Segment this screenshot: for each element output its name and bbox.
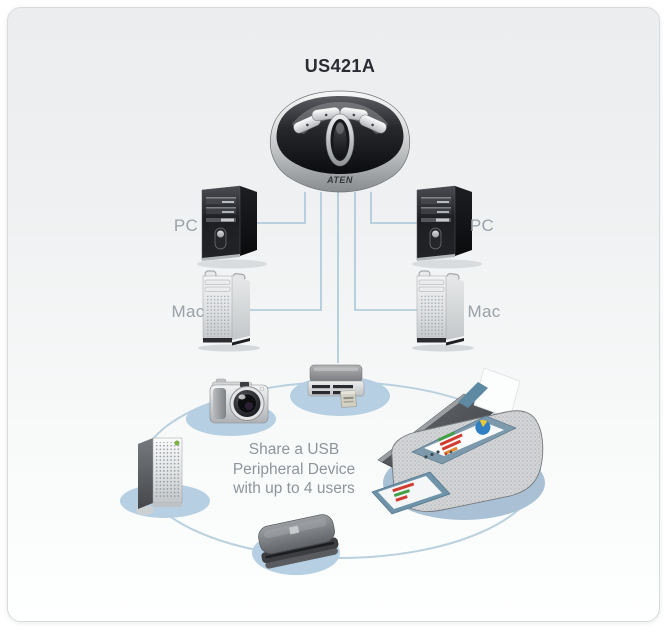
card-slot xyxy=(312,385,330,389)
mac-shadow xyxy=(198,344,260,352)
pc-drive-bay xyxy=(206,197,236,204)
mac-base xyxy=(203,338,232,343)
mac-tower-left xyxy=(198,270,260,352)
pc-drive-bay xyxy=(206,207,236,214)
center-button xyxy=(325,113,355,167)
share-caption-line: Share a USB xyxy=(248,441,340,458)
pc-shadow xyxy=(197,259,267,269)
pc-base-trim xyxy=(202,254,240,261)
memory-card xyxy=(340,390,357,408)
pc-tower-left xyxy=(197,185,267,269)
hdd-vent-grille xyxy=(155,442,180,499)
card-slot xyxy=(333,391,342,395)
cable-mac-left xyxy=(250,192,322,311)
digital-camera-icon xyxy=(209,378,269,424)
mac-left-label: Mac xyxy=(171,302,205,321)
cable-pc-left xyxy=(257,192,306,224)
usb-switch-device: ATEN xyxy=(269,90,411,193)
drive-bottom-lip xyxy=(265,547,338,569)
portable-drive-body xyxy=(258,514,339,569)
printer-control-buttons xyxy=(424,450,453,459)
drive-top-face xyxy=(258,514,335,555)
pc-side-face xyxy=(240,186,257,256)
external-hard-drive-icon xyxy=(136,437,183,515)
cable-mac-right xyxy=(354,192,417,311)
mac-drive-slot xyxy=(204,286,231,292)
camera-viewfinder xyxy=(240,382,249,387)
camera-grip xyxy=(213,388,226,419)
hdd-side-face xyxy=(138,438,153,509)
mac-perforated-grille xyxy=(205,295,230,337)
printed-page-charts xyxy=(392,482,415,502)
share-caption-line: with up to 4 users xyxy=(233,480,355,497)
share-caption-line: Peripheral Device xyxy=(232,460,356,478)
printed-page xyxy=(378,476,442,509)
card-reader-icon xyxy=(307,364,365,408)
mac-side-face xyxy=(232,276,250,340)
camera-flash xyxy=(259,386,265,392)
model-title: US421A xyxy=(304,56,376,76)
drive-disk-slot xyxy=(265,541,335,559)
document-charts xyxy=(437,419,491,456)
share-caption: Share a USB Peripheral Device with up to… xyxy=(199,440,389,499)
brand-logo: ATEN xyxy=(326,175,353,185)
card-slot xyxy=(333,385,353,389)
camera-lens xyxy=(229,386,265,421)
pc-left-label: PC xyxy=(173,216,199,235)
drive-label xyxy=(289,525,300,535)
multifunction-printer-icon xyxy=(371,367,545,520)
mac-right-label: Mac xyxy=(467,302,501,321)
pie-chart xyxy=(475,419,491,435)
card-slot xyxy=(312,391,330,395)
hdd-base xyxy=(153,503,182,507)
pc-right-label: PC xyxy=(469,216,495,235)
printer-paper-support-left xyxy=(458,382,488,408)
cable-pc-right xyxy=(370,192,417,224)
mac-drive-slot xyxy=(204,279,231,285)
hdd-power-led xyxy=(174,440,180,446)
pc-power-button xyxy=(217,230,224,238)
usb-cables xyxy=(250,192,417,363)
port-button-4 xyxy=(359,114,387,134)
portable-drive-icon xyxy=(258,514,339,569)
